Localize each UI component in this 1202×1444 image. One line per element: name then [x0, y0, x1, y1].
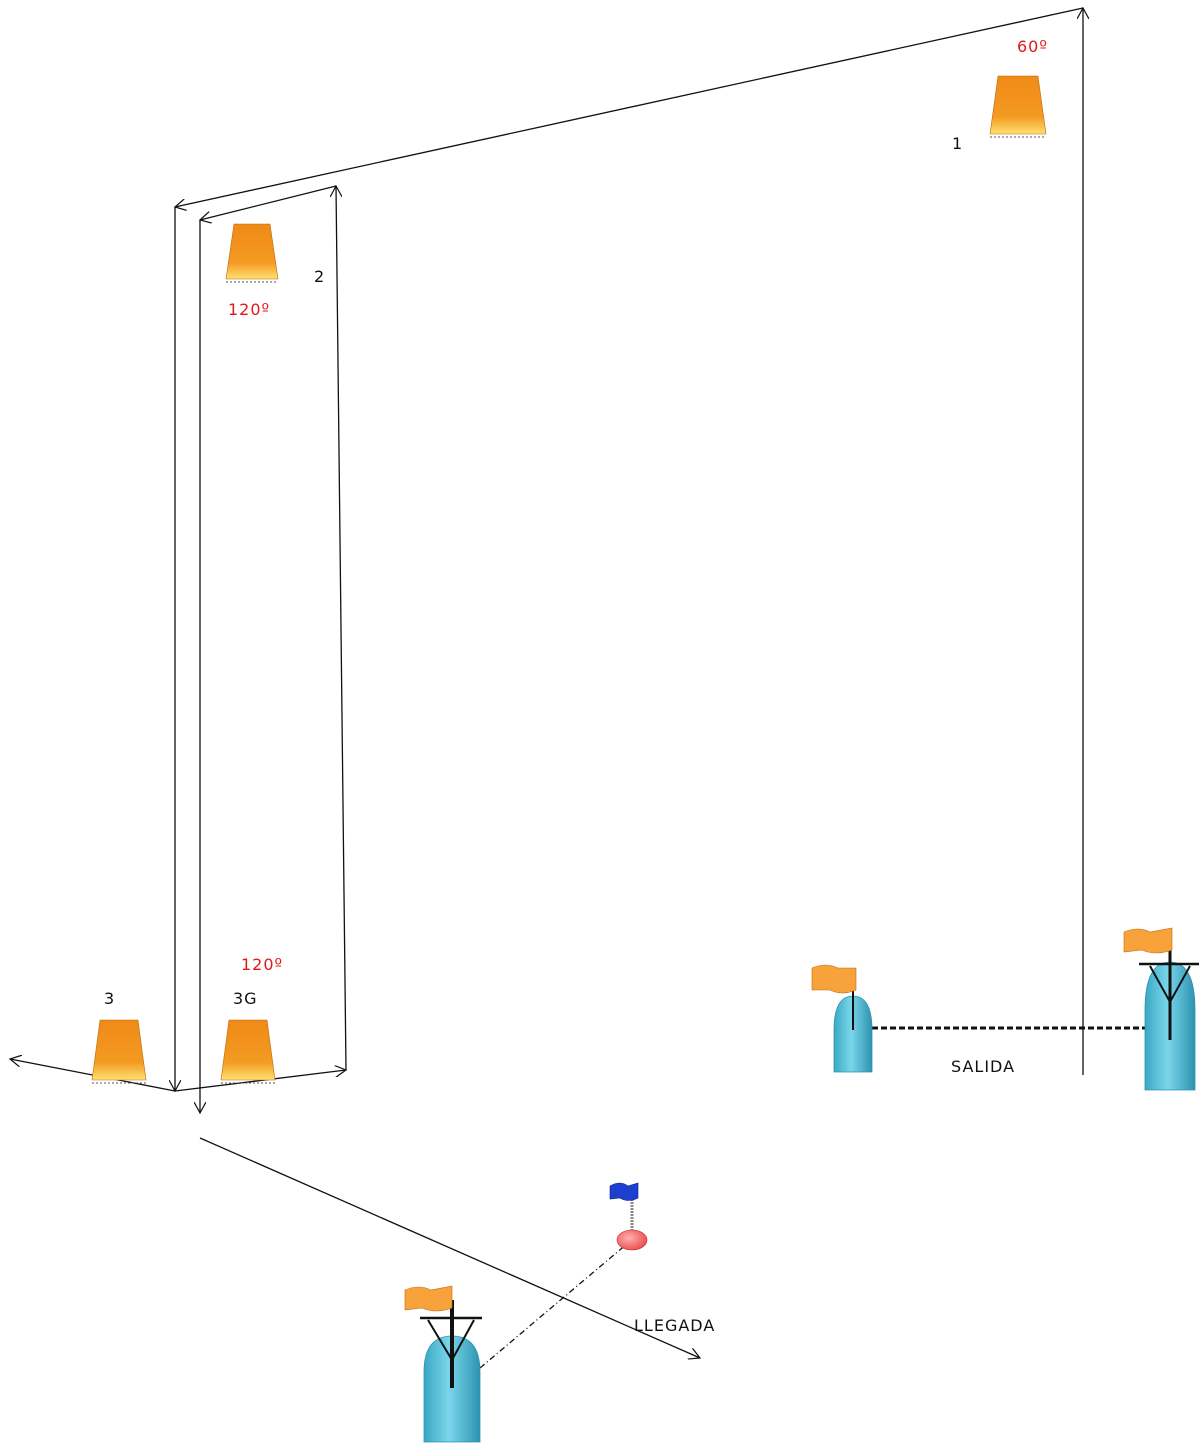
- inner-top-leg: [200, 185, 337, 220]
- flag-icon: [811, 964, 857, 994]
- committee-boat-start-icon: [1123, 927, 1199, 1091]
- mark1-angle-label: 60º: [1017, 37, 1048, 56]
- finish-leg: [199, 1137, 700, 1358]
- mark1-label: 1: [952, 134, 963, 153]
- mark3-label: 3: [104, 989, 115, 1008]
- flag-icon: [404, 1285, 453, 1312]
- flag-icon: [1123, 927, 1173, 954]
- buoy-mark3g-icon: [220, 1019, 276, 1084]
- start-label: SALIDA: [951, 1057, 1015, 1076]
- mark3g-to-mark2-leg: [336, 186, 347, 1071]
- start-pin-boat-icon: [811, 964, 873, 1073]
- buoy-mark3-icon: [91, 1019, 147, 1084]
- blue-flag-icon: [609, 1182, 639, 1201]
- mark1-to-mark2-leg: [175, 7, 1084, 207]
- mark2-angle-label: 120º: [228, 300, 270, 319]
- buoy-mark2-icon: [225, 223, 279, 283]
- finish-line: [479, 1242, 629, 1369]
- finish-float-icon: [609, 1182, 648, 1251]
- course-lines: [10, 8, 1083, 1358]
- buoy-mark1-icon: [989, 75, 1047, 138]
- finish-label: LLEGADA: [634, 1316, 715, 1335]
- mark3g-label: 3G: [233, 989, 258, 1008]
- mark2-label: 2: [314, 267, 325, 286]
- mark3g-angle-label: 120º: [241, 955, 283, 974]
- gate-crossing-leg: [174, 1070, 346, 1092]
- committee-boat-finish-icon: [404, 1285, 482, 1443]
